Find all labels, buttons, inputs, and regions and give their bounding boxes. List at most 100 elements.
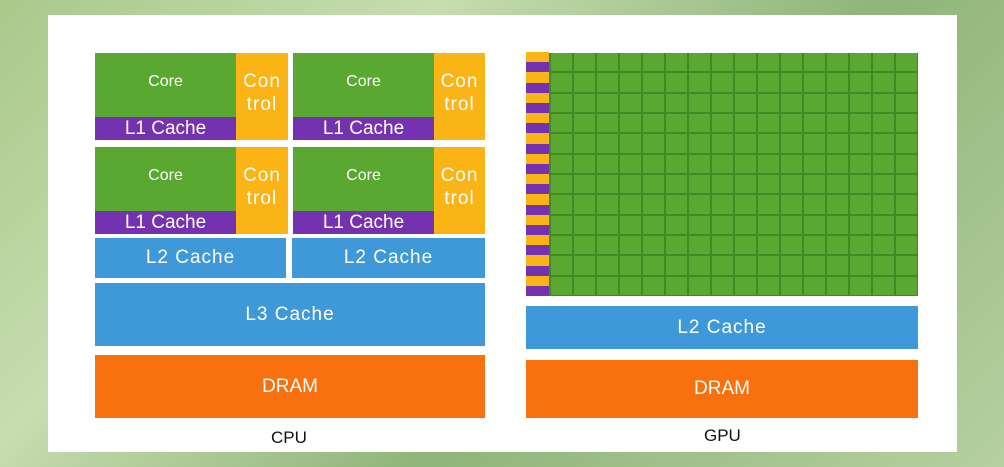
gpu-control-cache-strip <box>526 153 549 174</box>
gpu-core <box>781 114 802 133</box>
gpu-core <box>827 154 848 173</box>
gpu-core <box>643 215 664 234</box>
gpu-core <box>620 134 641 153</box>
gpu-core <box>873 276 894 295</box>
gpu-core <box>896 215 917 234</box>
gpu-core <box>781 195 802 214</box>
control-text-2: trol <box>246 94 278 115</box>
gpu-core <box>666 195 687 214</box>
gpu-core <box>804 276 825 295</box>
gpu-core <box>735 195 756 214</box>
gpu-core <box>827 256 848 275</box>
gpu-core <box>666 175 687 194</box>
gpu-core <box>620 276 641 295</box>
gpu-core <box>850 134 871 153</box>
cpu-dram: DRAM <box>95 355 485 418</box>
gpu-core <box>735 93 756 112</box>
gpu-core <box>597 154 618 173</box>
gpu-core <box>574 175 595 194</box>
gpu-core <box>666 256 687 275</box>
gpu-core <box>873 154 894 173</box>
gpu-core <box>896 154 917 173</box>
gpu-core <box>804 154 825 173</box>
gpu-core <box>551 134 572 153</box>
gpu-core <box>643 73 664 92</box>
gpu-core <box>781 73 802 92</box>
gpu-core <box>735 236 756 255</box>
gpu-core <box>827 276 848 295</box>
gpu-core <box>758 276 779 295</box>
gpu-core <box>758 53 779 72</box>
gpu-control-cache-strip <box>526 133 549 154</box>
control-text-1: Con <box>243 165 281 186</box>
gpu-core <box>850 53 871 72</box>
gpu-core <box>643 154 664 173</box>
gpu-core <box>735 154 756 173</box>
gpu-core <box>551 215 572 234</box>
gpu-core <box>758 195 779 214</box>
gpu-core <box>735 215 756 234</box>
gpu-core <box>804 215 825 234</box>
control-text-1: Con <box>243 71 281 92</box>
gpu-core <box>781 276 802 295</box>
gpu-core <box>873 195 894 214</box>
gpu-core <box>827 175 848 194</box>
gpu-core <box>896 73 917 92</box>
gpu-core <box>804 175 825 194</box>
gpu-core <box>712 236 733 255</box>
gpu-core <box>873 256 894 275</box>
gpu-core <box>758 134 779 153</box>
gpu-core <box>873 215 894 234</box>
cpu-label: CPU <box>271 428 307 447</box>
gpu-core <box>574 114 595 133</box>
cpu-l2-cache-1: L2 Cache <box>95 238 286 278</box>
gpu-core <box>689 215 710 234</box>
gpu-core <box>574 215 595 234</box>
gpu-core <box>712 175 733 194</box>
gpu-core <box>850 215 871 234</box>
gpu-core <box>643 236 664 255</box>
cpu-core-4: Core <box>293 147 434 211</box>
gpu-core <box>873 93 894 112</box>
gpu-core <box>574 195 595 214</box>
gpu-core <box>712 256 733 275</box>
gpu-core <box>689 134 710 153</box>
gpu-core <box>620 93 641 112</box>
gpu-control-cache-strip <box>526 72 549 93</box>
gpu-core <box>896 114 917 133</box>
gpu-core <box>551 195 572 214</box>
gpu-core <box>643 195 664 214</box>
gpu-core <box>666 134 687 153</box>
gpu-core <box>666 73 687 92</box>
cpu-core-3: Core <box>95 147 236 211</box>
gpu-core <box>574 236 595 255</box>
gpu-core <box>781 215 802 234</box>
gpu-core <box>781 134 802 153</box>
gpu-core <box>850 175 871 194</box>
gpu-core <box>758 256 779 275</box>
gpu-core-grid <box>526 52 918 296</box>
gpu-core <box>643 256 664 275</box>
gpu-core <box>712 53 733 72</box>
gpu-core <box>643 114 664 133</box>
gpu-core <box>712 114 733 133</box>
gpu-core <box>574 73 595 92</box>
gpu-core <box>643 276 664 295</box>
gpu-core <box>896 236 917 255</box>
gpu-core <box>597 53 618 72</box>
gpu-core <box>735 134 756 153</box>
gpu-core <box>896 53 917 72</box>
gpu-core <box>597 134 618 153</box>
gpu-control-cache-strip <box>526 235 549 256</box>
gpu-core <box>551 114 572 133</box>
gpu-control-cache-strip <box>526 255 549 276</box>
gpu-core <box>850 276 871 295</box>
gpu-core <box>620 114 641 133</box>
gpu-core <box>712 276 733 295</box>
gpu-core <box>896 175 917 194</box>
gpu-core <box>758 154 779 173</box>
gpu-core <box>804 93 825 112</box>
gpu-core <box>597 175 618 194</box>
